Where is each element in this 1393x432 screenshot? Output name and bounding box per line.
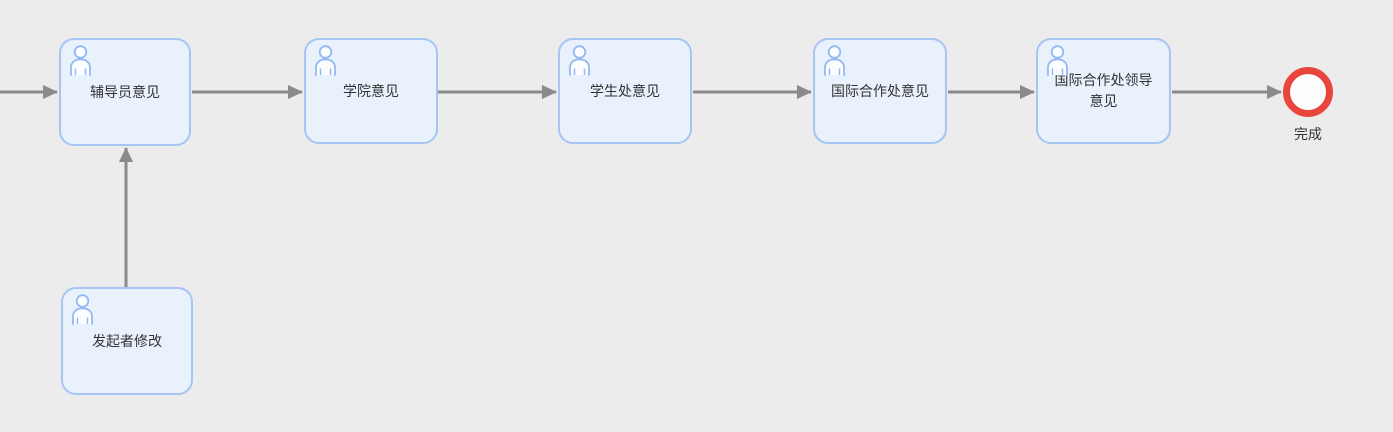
- task-node-counselor-opinion[interactable]: 辅导员意见: [59, 38, 191, 146]
- user-icon: [70, 45, 91, 76]
- user-icon: [824, 45, 845, 76]
- task-node-student-affairs-opinion[interactable]: 学生处意见: [558, 38, 692, 144]
- user-icon: [315, 45, 336, 76]
- task-label-counselor-opinion: 辅导员意见: [90, 83, 160, 100]
- task-label-intl-cooperation-leader-opinion: 国际合作处领导意见: [1054, 72, 1153, 109]
- task-node-intl-cooperation-office-opinion[interactable]: 国际合作处意见: [813, 38, 947, 144]
- end-event-label: 完成: [1294, 126, 1322, 142]
- end-event-circle[interactable]: [1283, 67, 1333, 117]
- task-label-initiator-modify: 发起者修改: [92, 332, 162, 349]
- task-node-college-opinion[interactable]: 学院意见: [304, 38, 438, 144]
- task-node-intl-cooperation-leader-opinion[interactable]: 国际合作处领导意见: [1036, 38, 1171, 144]
- task-label-intl-cooperation-office-opinion: 国际合作处意见: [831, 82, 929, 99]
- task-label-student-affairs-opinion: 学生处意见: [590, 82, 660, 99]
- user-icon: [569, 45, 590, 76]
- user-icon: [1047, 45, 1068, 76]
- task-node-initiator-modify[interactable]: 发起者修改: [61, 287, 193, 395]
- user-icon: [72, 294, 93, 325]
- task-label-college-opinion: 学院意见: [343, 82, 399, 99]
